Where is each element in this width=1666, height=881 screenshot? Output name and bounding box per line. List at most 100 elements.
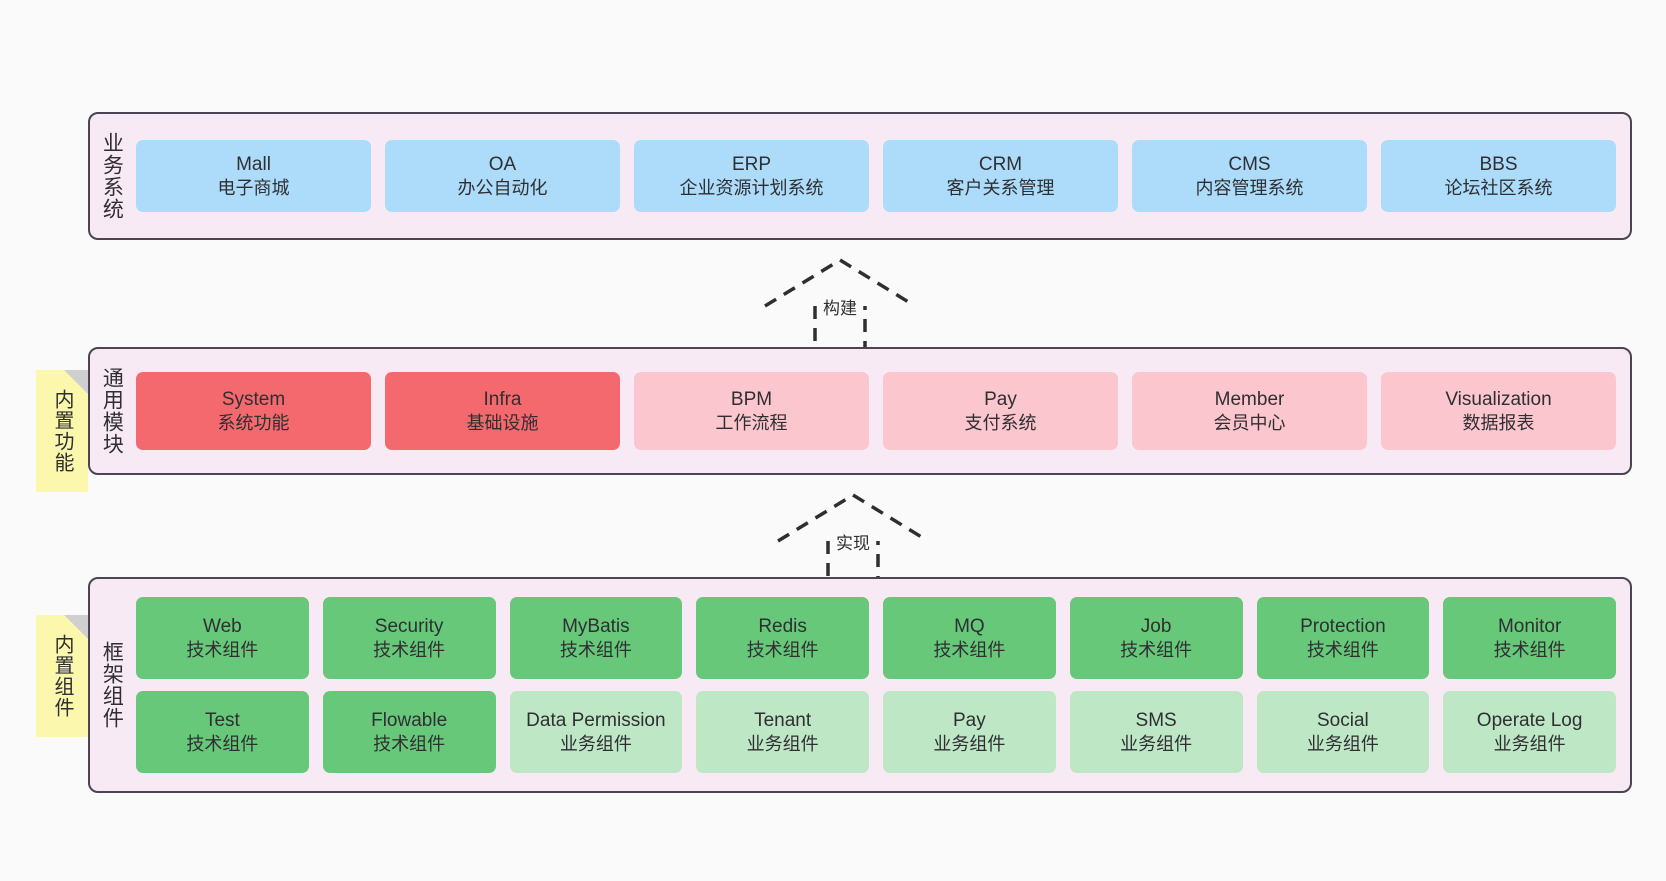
card-oa[interactable]: OA 办公自动化: [385, 140, 620, 212]
card-mybatis-cn: 技术组件: [559, 639, 632, 660]
card-job[interactable]: Job 技术组件: [1069, 597, 1243, 679]
sticky-fold-corner-icon: [64, 370, 88, 394]
arrow-implement-label: 实现: [833, 529, 873, 554]
business-card-grid: Mall 电子商城 OA 办公自动化 ERP 企业资源计划系统 CRM 客户关系…: [132, 114, 1630, 238]
card-system[interactable]: System 系统功能: [136, 372, 371, 450]
framework-card-row-tech: Web 技术组件 Security 技术组件 MyBatis 技术组件 Redi…: [136, 597, 1616, 679]
card-cms-cn: 内容管理系统: [1195, 177, 1304, 198]
card-crm[interactable]: CRM 客户关系管理: [883, 140, 1118, 212]
card-flowable-en: Flowable: [371, 709, 448, 731]
card-bpm-cn: 工作流程: [715, 412, 788, 433]
card-member-cn: 会员中心: [1213, 412, 1286, 433]
card-operate-log-cn: 业务组件: [1493, 733, 1566, 754]
card-tenant-cn: 业务组件: [746, 733, 819, 754]
framework-card-row-business: Test 技术组件 Flowable 技术组件 Data Permission …: [136, 691, 1616, 773]
card-sms-cn: 业务组件: [1120, 733, 1193, 754]
card-system-cn: 系统功能: [217, 412, 290, 433]
sticky-note-builtin-features-label: 内置功能: [51, 389, 73, 473]
card-mq[interactable]: MQ 技术组件: [883, 597, 1056, 679]
modules-card-grid: System 系统功能 Infra 基础设施 BPM 工作流程 Pay 支付系统…: [132, 349, 1630, 473]
card-infra-cn: 基础设施: [466, 412, 539, 433]
arrow-build: 构建: [755, 254, 925, 354]
card-mall[interactable]: Mall 电子商城: [136, 140, 371, 212]
sticky-note-builtin-components-label: 内置组件: [51, 634, 73, 718]
card-protection[interactable]: Protection 技术组件: [1256, 597, 1430, 679]
layer-business-systems: 业务系统 Mall 电子商城 OA 办公自动化 ERP 企业资源计划系统 CRM…: [88, 112, 1632, 240]
card-social[interactable]: Social 业务组件: [1256, 691, 1430, 773]
card-test-cn: 技术组件: [186, 733, 259, 754]
framework-card-grid: Web 技术组件 Security 技术组件 MyBatis 技术组件 Redi…: [132, 579, 1630, 791]
card-cms[interactable]: CMS 内容管理系统: [1132, 140, 1367, 212]
card-test-en: Test: [204, 709, 240, 731]
arrow-implement: 实现: [768, 489, 938, 589]
layer-modules-title: 通用模块: [100, 367, 124, 455]
card-sms[interactable]: SMS 业务组件: [1069, 691, 1243, 773]
card-cms-en: CMS: [1228, 153, 1271, 175]
card-web[interactable]: Web 技术组件: [136, 597, 309, 679]
card-web-cn: 技术组件: [186, 639, 259, 660]
layer-common-modules: 通用模块 System 系统功能 Infra 基础设施 BPM 工作流程 Pay…: [88, 347, 1632, 475]
sticky-note-builtin-features: 内置功能: [36, 370, 88, 492]
card-tenant[interactable]: Tenant 业务组件: [696, 691, 869, 773]
card-pay-component-en: Pay: [953, 709, 986, 731]
card-pay-module[interactable]: Pay 支付系统: [883, 372, 1118, 450]
card-mq-cn: 技术组件: [933, 639, 1006, 660]
card-bpm[interactable]: BPM 工作流程: [634, 372, 869, 450]
card-sms-en: SMS: [1135, 709, 1177, 731]
card-pay-component-cn: 业务组件: [933, 733, 1006, 754]
business-card-row: Mall 电子商城 OA 办公自动化 ERP 企业资源计划系统 CRM 客户关系…: [136, 140, 1616, 212]
card-erp[interactable]: ERP 企业资源计划系统: [634, 140, 869, 212]
card-data-permission[interactable]: Data Permission 业务组件: [509, 691, 683, 773]
card-protection-en: Protection: [1300, 615, 1386, 637]
layer-framework-title: 框架组件: [100, 641, 124, 729]
card-crm-en: CRM: [978, 153, 1023, 175]
card-redis[interactable]: Redis 技术组件: [696, 597, 869, 679]
card-mybatis-en: MyBatis: [562, 615, 630, 637]
sticky-fold-corner-icon: [64, 615, 88, 639]
card-bbs[interactable]: BBS 论坛社区系统: [1381, 140, 1616, 212]
card-social-en: Social: [1317, 709, 1369, 731]
card-mybatis[interactable]: MyBatis 技术组件: [509, 597, 683, 679]
card-erp-en: ERP: [731, 153, 772, 175]
card-visualization-en: Visualization: [1445, 388, 1552, 410]
card-security-en: Security: [374, 615, 444, 637]
card-bbs-en: BBS: [1479, 153, 1518, 175]
card-crm-cn: 客户关系管理: [946, 177, 1055, 198]
layer-framework-components: 框架组件 Web 技术组件 Security 技术组件 MyBatis 技术组件…: [88, 577, 1632, 793]
card-visualization-cn: 数据报表: [1462, 412, 1535, 433]
card-oa-en: OA: [488, 153, 517, 175]
card-bbs-cn: 论坛社区系统: [1444, 177, 1553, 198]
card-erp-cn: 企业资源计划系统: [679, 177, 824, 198]
card-social-cn: 业务组件: [1306, 733, 1379, 754]
card-bpm-en: BPM: [730, 388, 773, 410]
card-job-en: Job: [1140, 615, 1172, 637]
card-member[interactable]: Member 会员中心: [1132, 372, 1367, 450]
card-infra-en: Infra: [483, 388, 522, 410]
card-data-permission-cn: 业务组件: [559, 733, 632, 754]
card-infra[interactable]: Infra 基础设施: [385, 372, 620, 450]
card-mall-en: Mall: [236, 153, 271, 175]
card-tenant-en: Tenant: [754, 709, 812, 731]
card-job-cn: 技术组件: [1120, 639, 1193, 660]
card-monitor-cn: 技术组件: [1493, 639, 1566, 660]
card-pay-component[interactable]: Pay 业务组件: [883, 691, 1056, 773]
card-oa-cn: 办公自动化: [457, 177, 548, 198]
card-test[interactable]: Test 技术组件: [136, 691, 309, 773]
card-data-permission-en: Data Permission: [526, 709, 666, 731]
card-flowable-cn: 技术组件: [373, 733, 446, 754]
card-monitor-en: Monitor: [1497, 615, 1562, 637]
arrow-build-label: 构建: [820, 294, 860, 319]
card-redis-cn: 技术组件: [746, 639, 819, 660]
sticky-note-builtin-components: 内置组件: [36, 615, 88, 737]
card-system-en: System: [221, 388, 286, 410]
card-operate-log[interactable]: Operate Log 业务组件: [1443, 691, 1616, 773]
card-security[interactable]: Security 技术组件: [322, 597, 496, 679]
card-web-en: Web: [203, 615, 242, 637]
card-visualization[interactable]: Visualization 数据报表: [1381, 372, 1616, 450]
card-monitor[interactable]: Monitor 技术组件: [1443, 597, 1616, 679]
layer-business-title: 业务系统: [100, 132, 124, 220]
card-pay-module-cn: 支付系统: [964, 412, 1037, 433]
card-flowable[interactable]: Flowable 技术组件: [322, 691, 496, 773]
card-redis-en: Redis: [758, 615, 807, 637]
modules-card-row: System 系统功能 Infra 基础设施 BPM 工作流程 Pay 支付系统…: [136, 372, 1616, 450]
